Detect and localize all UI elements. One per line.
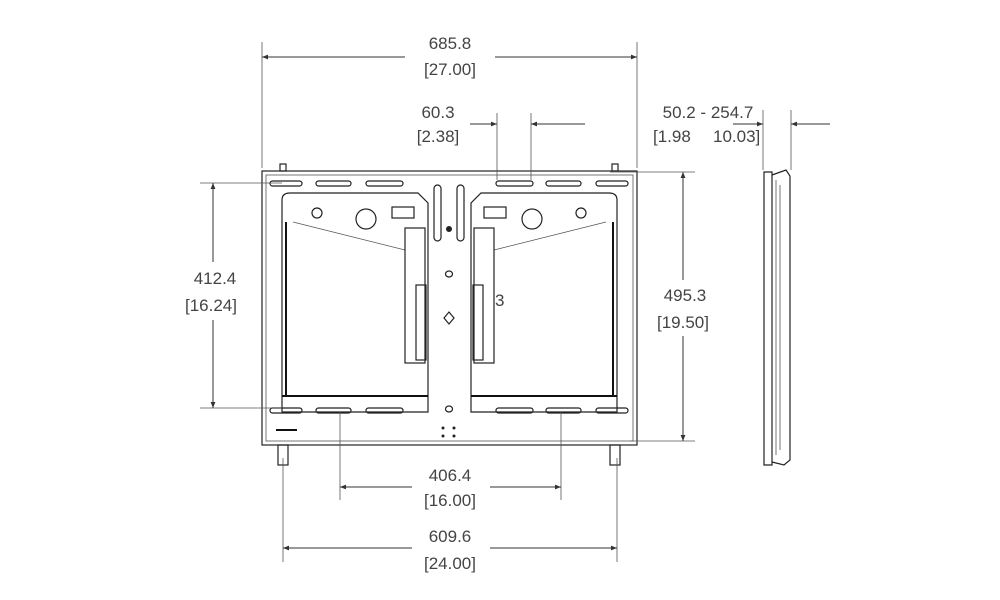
right-panel bbox=[470, 192, 618, 413]
stray-label: 3 bbox=[495, 291, 504, 310]
dim-value-in: [2.38] bbox=[417, 127, 460, 146]
dim-value-in: [24.00] bbox=[424, 554, 476, 573]
dim-outer-hole-span: 609.6 [24.00] bbox=[282, 458, 618, 573]
dim-value-mm: 685.8 bbox=[429, 34, 472, 53]
dim-value-in-max: 10.03] bbox=[713, 127, 760, 146]
dim-value-mm: 406.4 bbox=[429, 466, 472, 485]
dim-inner-hole-span: 406.4 [16.00] bbox=[339, 412, 562, 510]
outer-frame bbox=[261, 170, 638, 446]
dim-depth-range: 50.2 - 254.7 [1.98 10.03] bbox=[653, 103, 830, 170]
dim-value-mm: 50.2 - 254.7 bbox=[663, 103, 754, 122]
dim-value-in: [16.24] bbox=[185, 296, 237, 315]
dim-value-mm: 60.3 bbox=[421, 103, 454, 122]
left-panel bbox=[281, 192, 429, 413]
dim-value-mm: 609.6 bbox=[429, 527, 472, 546]
side-view bbox=[763, 169, 791, 466]
right-bracket bbox=[473, 227, 495, 364]
dim-overall-width: 685.8 [27.00] bbox=[261, 34, 638, 168]
dim-left-height: 412.4 [16.24] bbox=[170, 182, 282, 409]
front-view: 3 bbox=[261, 163, 638, 466]
dim-value-in: [16.00] bbox=[424, 491, 476, 510]
dim-right-height: 495.3 [19.50] bbox=[610, 171, 726, 442]
dim-value-in: [19.50] bbox=[657, 313, 709, 332]
dim-value-in: [27.00] bbox=[424, 60, 476, 79]
dim-value-in-min: [1.98 bbox=[653, 127, 691, 146]
bottom-slots bbox=[269, 407, 629, 414]
dim-value-mm: 495.3 bbox=[664, 286, 707, 305]
dim-center-gap: 60.3 [2.38] bbox=[417, 103, 585, 180]
top-slots bbox=[269, 180, 629, 187]
left-bracket bbox=[404, 227, 426, 364]
dim-value-mm: 412.4 bbox=[194, 269, 237, 288]
